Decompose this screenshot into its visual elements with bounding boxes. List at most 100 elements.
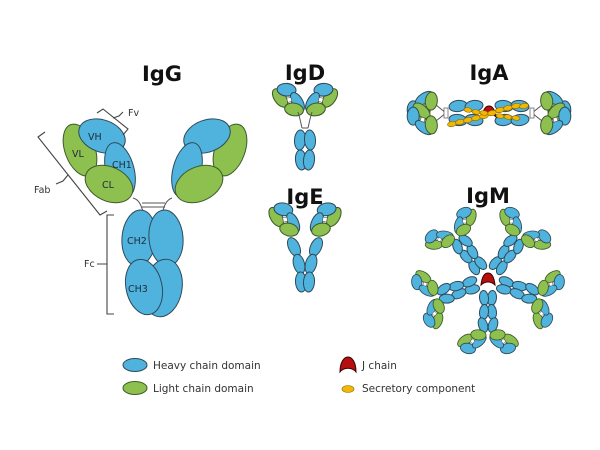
fab-arm: [537, 270, 565, 297]
ch2-label: CH2: [127, 236, 147, 247]
cl-domain: [520, 234, 536, 249]
cl-domain: [531, 298, 544, 314]
vh-domain: [316, 202, 337, 217]
heavy-domain: [477, 317, 489, 333]
secretory-component-swatch: [341, 385, 355, 393]
vh-domain: [504, 206, 520, 219]
cl-domain: [504, 223, 521, 237]
heavy-domain: [503, 234, 518, 247]
vh-domain: [422, 312, 436, 328]
iga-molecule: [406, 90, 572, 136]
cl-domain: [470, 329, 487, 341]
hinge: [297, 111, 313, 129]
legend-label: J chain: [361, 360, 397, 372]
cl-domain: [489, 329, 506, 341]
interchain-gap: [317, 96, 324, 103]
heavy-domain: [513, 238, 524, 255]
interchain-gap: [422, 281, 428, 287]
interchain-gap: [419, 116, 426, 123]
vh-domain: [456, 206, 472, 219]
interchain-gap: [469, 338, 476, 344]
cl-domain: [537, 279, 549, 296]
heavy-domain: [521, 293, 538, 304]
cl-domain: [455, 223, 472, 237]
interchain-gap: [322, 216, 328, 223]
heavy-domain: [487, 317, 499, 333]
ch3-domain: [124, 258, 164, 316]
cl-domain: [84, 164, 134, 204]
igm-title: IgM: [466, 184, 510, 208]
vh-domain: [553, 274, 565, 291]
vh-domain: [276, 82, 297, 97]
vh-domain: [500, 342, 516, 355]
interchain-gap: [509, 219, 514, 224]
igm-molecule: [411, 206, 565, 355]
legend-label: Light chain domain: [153, 383, 254, 395]
secretory-component-bead: [511, 115, 521, 121]
heavy-chain-swatch: [122, 358, 148, 372]
igg-panel: IgG VH VL CH1 CL: [34, 62, 248, 318]
igg-right-fab: [171, 118, 248, 204]
ch1-label: CH1: [112, 160, 132, 171]
interchain-gap: [538, 310, 545, 317]
igd-structure: [271, 82, 339, 171]
igg-title: IgG: [142, 62, 182, 86]
heavy-domain: [436, 282, 451, 296]
heavy-domain: [302, 271, 316, 293]
ige-structure: [268, 202, 342, 293]
heavy-domain: [452, 238, 463, 255]
legend: Heavy chain domain Light chain domain J …: [122, 356, 475, 395]
hinge-bond: [529, 107, 535, 119]
fab-arm: [453, 206, 477, 237]
cl-domain: [540, 115, 554, 135]
igm-monomer: [411, 270, 481, 330]
interchain-gap: [548, 281, 554, 287]
vh-domain: [273, 202, 294, 217]
heavy-domain: [303, 129, 317, 151]
cl-label: CL: [102, 180, 115, 191]
vh-domain: [537, 229, 552, 244]
ch3-label: CH3: [128, 284, 148, 295]
igm-monomer: [488, 206, 552, 276]
heavy-domain: [308, 237, 324, 257]
igd-title: IgD: [285, 61, 325, 85]
fab-arm: [305, 82, 339, 117]
legend-item-heavy-chain: Heavy chain domain: [122, 358, 261, 372]
cl-domain: [424, 115, 438, 135]
vh-domain: [540, 312, 554, 328]
vl-label: VL: [72, 149, 84, 160]
fc-label: Fc: [84, 259, 95, 270]
igd-molecule: [271, 82, 339, 171]
secretory-component-bead: [519, 102, 529, 110]
heavy-domain: [304, 253, 318, 275]
cl-domain: [427, 279, 439, 296]
heavy-domain: [525, 282, 540, 296]
cl-domain: [174, 164, 224, 204]
interchain-gap: [282, 216, 288, 223]
j-chain: [480, 272, 496, 287]
fab-arm: [422, 298, 445, 330]
heavy-domain: [510, 113, 530, 127]
secretory-component-bead: [479, 110, 489, 116]
igm-panel: IgM: [411, 184, 565, 355]
iga-title: IgA: [469, 61, 509, 85]
heavy-domain: [478, 290, 490, 306]
igd-panel: IgD: [271, 61, 339, 171]
fab-arm: [499, 206, 523, 237]
cl-domain: [440, 234, 456, 249]
iga-panel: IgA: [406, 61, 572, 136]
vh-domain: [313, 82, 334, 97]
ige-panel: IgE: [268, 185, 342, 293]
fab-arm: [424, 229, 456, 250]
fab-bracket: [37, 131, 108, 216]
igm-monomer: [457, 290, 519, 355]
legend-item-light-chain: Light chain domain: [122, 381, 254, 395]
j-chain-swatch: [339, 356, 357, 374]
legend-item-secretory-component: Secretory component: [341, 383, 475, 395]
fab-arm: [411, 270, 439, 297]
igm-monomer: [424, 206, 488, 276]
heavy-domain: [438, 293, 455, 304]
cl-domain: [432, 298, 445, 314]
vh-domain: [406, 106, 420, 126]
